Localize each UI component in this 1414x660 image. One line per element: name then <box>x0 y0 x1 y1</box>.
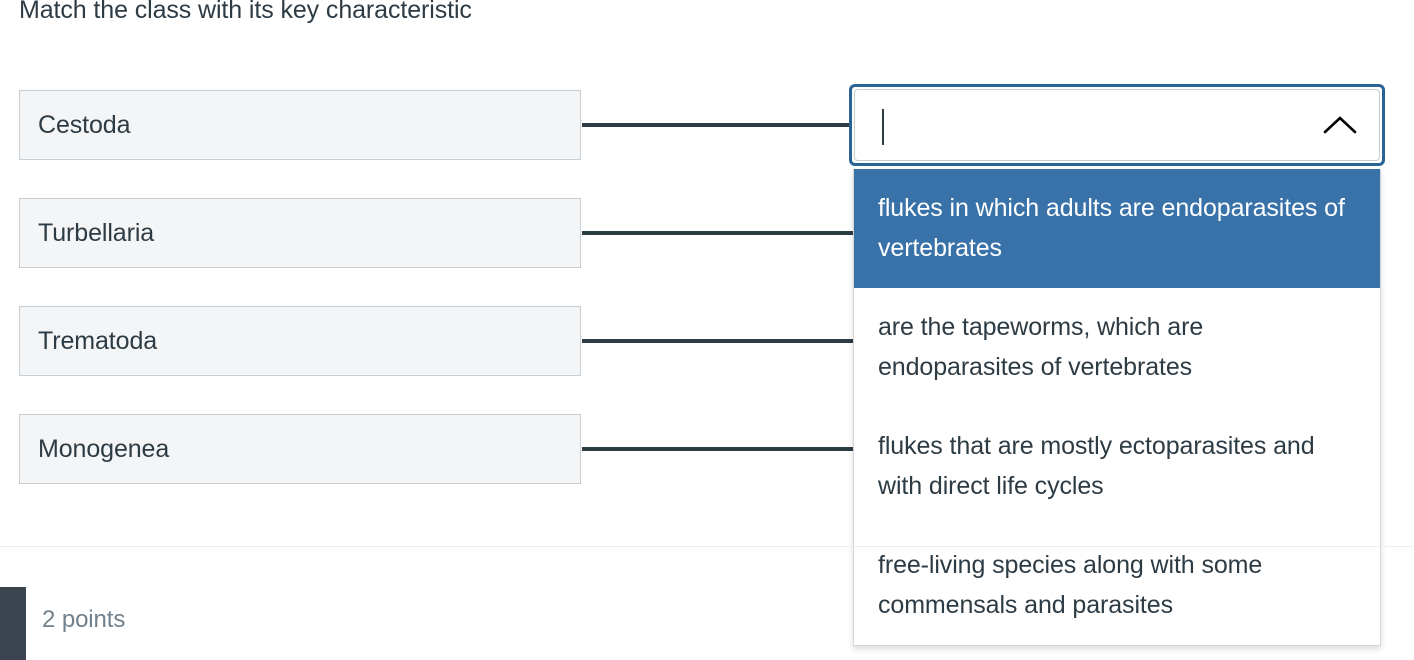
match-term-label: Trematoda <box>38 327 158 355</box>
connector-line <box>582 447 854 451</box>
footer-divider <box>0 546 1414 547</box>
connector-line <box>582 339 854 343</box>
answer-combobox[interactable] <box>849 84 1385 166</box>
dropdown-option[interactable]: free-living species along with some comm… <box>854 526 1380 645</box>
points-label: 2 points <box>42 606 126 633</box>
answer-combobox-field[interactable] <box>854 89 1380 161</box>
points-marker <box>0 587 26 660</box>
match-term-label: Cestoda <box>38 111 131 139</box>
match-term-label: Monogenea <box>38 435 170 463</box>
match-term-row[interactable]: Turbellaria <box>19 198 581 268</box>
text-caret <box>882 109 884 145</box>
dropdown-option[interactable]: flukes that are mostly ectoparasites and… <box>854 407 1380 526</box>
dropdown-option[interactable]: are the tapeworms, which are endoparasit… <box>854 288 1380 407</box>
chevron-up-icon[interactable] <box>1323 114 1357 136</box>
connector-line <box>582 123 854 127</box>
match-term-row[interactable]: Monogenea <box>19 414 581 484</box>
match-term-row[interactable]: Cestoda <box>19 90 581 160</box>
connector-line <box>582 231 854 235</box>
page-title: Match the class with its key characteris… <box>19 0 472 24</box>
dropdown-option[interactable]: flukes in which adults are endoparasites… <box>854 169 1380 288</box>
match-term-row[interactable]: Trematoda <box>19 306 581 376</box>
match-term-label: Turbellaria <box>38 219 155 247</box>
answer-dropdown-list[interactable]: flukes in which adults are endoparasites… <box>853 169 1381 646</box>
